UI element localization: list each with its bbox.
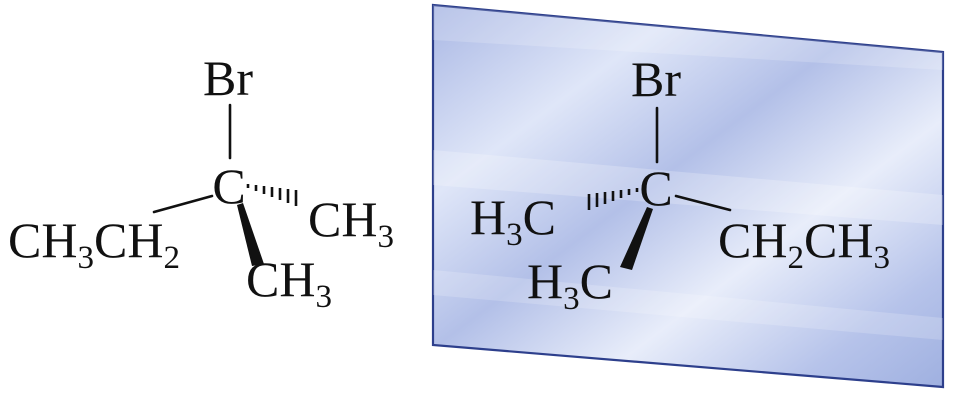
right-hashed-bond xyxy=(587,188,639,210)
right-wedge-bond xyxy=(620,207,653,270)
right-carbon-label: C xyxy=(639,160,672,216)
right-bottom-methyl: H3C xyxy=(527,253,613,317)
left-bromine-label: Br xyxy=(203,50,253,106)
right-bromine-label: Br xyxy=(631,51,681,107)
left-carbon-label: C xyxy=(212,158,245,214)
left-right-methyl: CH3 xyxy=(308,191,394,255)
right-ethyl-group: CH2CH3 xyxy=(718,212,890,276)
left-ethyl-group: CH3CH2 xyxy=(8,212,180,276)
mirror-plane xyxy=(431,3,945,389)
left-molecule: Br C CH3CH2 CH3 CH3 xyxy=(8,50,394,315)
mirror-sheen-middle xyxy=(433,150,943,225)
right-left-methyl: H3C xyxy=(470,189,556,253)
left-hashed-bond xyxy=(246,184,298,206)
right-bond-c-ethyl xyxy=(674,194,732,212)
left-wedge-bond xyxy=(237,203,264,266)
mirror-panel xyxy=(431,3,945,389)
right-molecule: Br C H3C H3C CH2CH3 xyxy=(470,51,890,317)
mirror-sheen-bottom xyxy=(433,270,943,340)
mirror-sheen-top xyxy=(433,5,943,70)
left-bottom-methyl: CH3 xyxy=(246,251,332,315)
left-bond-c-ethyl xyxy=(152,194,214,214)
